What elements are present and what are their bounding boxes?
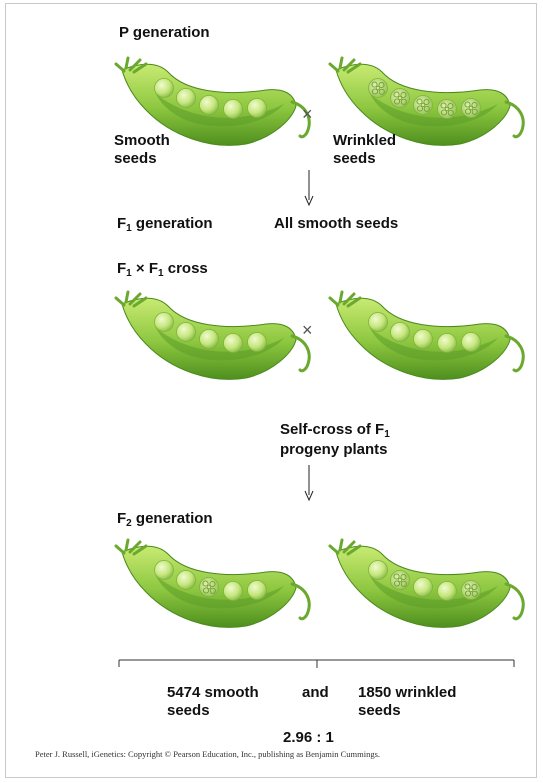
self-cross-line1: Self-cross of F: [280, 421, 384, 438]
smooth-parent-label-line1: Smooth: [114, 132, 170, 150]
f2-gen-suffix: generation: [132, 510, 213, 527]
ratio-label: 2.96 : 1: [283, 729, 334, 747]
self-cross-line2: progeny plants: [280, 441, 390, 459]
pod-f2-left: [116, 540, 309, 627]
f1-gen-suffix: generation: [132, 215, 213, 232]
pod-f2-right: [330, 540, 523, 627]
wrinkled-parent-label: Wrinkled seeds: [333, 132, 396, 168]
pod-f1-left: [116, 292, 309, 379]
wrinkled-parent-label-line1: Wrinkled: [333, 132, 396, 150]
smooth-parent-label: Smooth seeds: [114, 132, 170, 168]
cross-symbol-p: ×: [302, 104, 313, 125]
pod-f1-right: [330, 292, 523, 379]
f1-cross-sub-b: 1: [158, 268, 164, 279]
self-cross-label: Self-cross of F1 progeny plants: [280, 421, 390, 459]
smooth-count-line1: 5474 smooth: [167, 684, 259, 702]
f1-generation-label: F1 generation: [117, 215, 213, 235]
smooth-count-line2: seeds: [167, 702, 259, 720]
f1-cross-f-a: F: [117, 260, 126, 277]
copyright-credit: Peter J. Russell, iGenetics: Copyright ©…: [35, 749, 380, 759]
smooth-parent-label-line2: seeds: [114, 150, 170, 168]
f1-cross-f-b: F: [149, 260, 158, 277]
f1-cross-label: F1 × F1 cross: [117, 260, 208, 280]
f2-gen-sub: 2: [126, 518, 132, 529]
f1-cross-suffix: cross: [164, 260, 208, 277]
f2-gen-f: F: [117, 510, 126, 527]
f1-cross-times: ×: [132, 260, 149, 277]
f1-gen-f: F: [117, 215, 126, 232]
f2-generation-label: F2 generation: [117, 510, 213, 530]
cross-symbol-f1: ×: [302, 320, 313, 341]
f1-result-label: All smooth seeds: [274, 215, 398, 233]
self-cross-sub: 1: [384, 429, 390, 440]
wrinkled-count-label: 1850 wrinkled seeds: [358, 684, 456, 720]
wrinkled-count-line2: seeds: [358, 702, 456, 720]
wrinkled-count-line1: 1850 wrinkled: [358, 684, 456, 702]
arrow-p-to-f1: [305, 170, 313, 205]
smooth-count-label: 5474 smooth seeds: [167, 684, 259, 720]
results-bracket: [119, 660, 514, 668]
and-label: and: [302, 684, 329, 702]
p-generation-label: P generation: [119, 24, 210, 42]
arrow-f1-to-f2: [305, 465, 313, 500]
wrinkled-parent-label-line2: seeds: [333, 150, 396, 168]
f1-gen-sub: 1: [126, 223, 132, 234]
f1-cross-sub-a: 1: [126, 268, 132, 279]
